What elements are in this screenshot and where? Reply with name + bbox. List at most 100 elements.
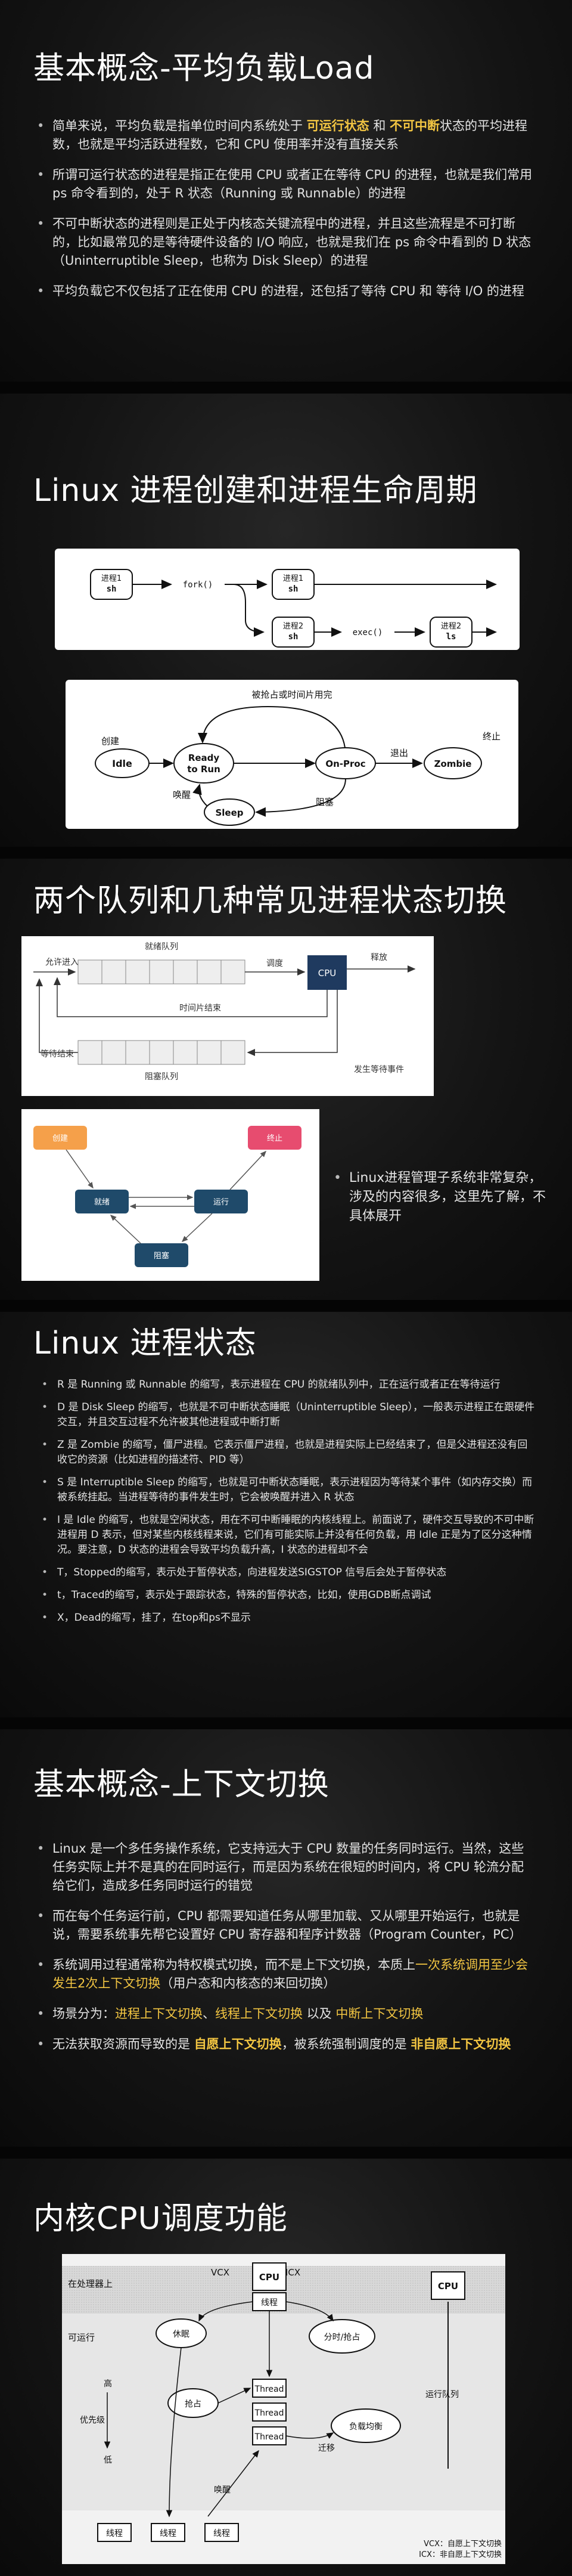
queued-thread-label: Thread [254, 2432, 284, 2442]
event-wait-label: 发生等待事件 [354, 1064, 404, 1075]
state-bullet-list: R 是 Running 或 Runnable 的缩写，表示进程在 CPU 的就绪… [42, 1377, 536, 1633]
bullet-text: （用户态和内核态的来回切换） [160, 1976, 336, 1990]
lifecycle-svg: 被抢占或时间片用完 创建 Idle Ready to Run On-Proc 退… [95, 689, 500, 826]
sleeping-thread-3 [204, 2523, 239, 2542]
process2-label: 进程2 [283, 622, 303, 631]
slide-cpu-scheduling: 内核CPU调度功能 在处理器上 可运行 VCX ICX CPU 线程 CPU [0, 2159, 572, 2576]
loadbal-label: 负载均衡 [349, 2422, 383, 2432]
slide-separator [0, 1300, 572, 1312]
process1-cmd: sh [288, 584, 299, 594]
create-state [33, 1126, 87, 1150]
state-d-item: D 是 Disk Sleep 的缩写，也就是不可中断状态睡眠（Uninterru… [42, 1400, 536, 1430]
block-label: 阻塞 [316, 797, 334, 807]
cpu-label: CPU [438, 2281, 458, 2292]
fork-exec-svg: 进程1 sh fork() 进程1 sh 进程2 sh exec() 进程2 l… [90, 569, 497, 648]
bullet-text: 状态的平均进程数，也就是平均活跃进程数，它和 CPU 使用率并没有直接关系 [52, 119, 528, 151]
scheduler-diagram: 在处理器上 可运行 VCX ICX CPU 线程 CPU 休眠 分时/抢占 抢占… [62, 2254, 505, 2564]
running-label: 运行 [213, 1198, 229, 1207]
thread-label: 线程 [213, 2529, 230, 2538]
bullet-item: 而在每个任务运行前，CPU 都需要知道任务从哪里加载、又从哪里开始运行，也就是说… [37, 1907, 536, 1944]
queue-svg: 就绪队列 允许进入 调度 CPU 释放 时间片结束 等待结束 [33, 942, 416, 1082]
bullet-item: 简单来说，平均负载是指单位时间内系统处于 可运行状态 和 不可中断状态的平均进程… [37, 117, 536, 154]
state-traced-item: t，Traced的缩写，表示处于跟踪状态，特殊的暂停状态，比如，使用GDB断点调… [42, 1588, 536, 1603]
bullet-list: 简单来说，平均负载是指单位时间内系统处于 可运行状态 和 不可中断状态的平均进程… [37, 117, 536, 312]
legend-vcx: VCX：自愿上下文切换 [424, 2540, 502, 2549]
slide-separator [0, 2147, 572, 2159]
state-x-item: X，Dead的缩写，挂了，在top和ps不显示 [42, 1611, 536, 1626]
slide-separator [0, 847, 572, 859]
thread-label: 线程 [261, 2298, 278, 2308]
slide-title: 两个队列和几种常见进程状态切换 [33, 883, 508, 919]
queue-diagram: 就绪队列 允许进入 调度 CPU 释放 时间片结束 等待结束 [21, 936, 434, 1096]
loadbal-node [331, 2408, 401, 2443]
release-label: 释放 [371, 953, 387, 962]
sleeping-thread-1 [97, 2523, 132, 2542]
priority-high-label: 高 [104, 2379, 112, 2389]
wake-label: 唤醒 [173, 789, 191, 800]
queued-thread-3 [252, 2426, 287, 2445]
slide-process-lifecycle: Linux 进程创建和进程生命周期 进程1 sh fork() 进程1 sh 进… [0, 394, 572, 847]
highlight-text: 线程上下文切换 [215, 2007, 303, 2021]
thread-label: 线程 [160, 2529, 176, 2538]
queued-thread-label: Thread [254, 2385, 284, 2394]
highlight-text: 中断上下文切换 [335, 2007, 424, 2021]
thread-label: 线程 [106, 2529, 123, 2538]
terminate-label: 终止 [483, 731, 500, 742]
process1-label: 进程1 [283, 574, 303, 583]
state-t-item: T，Stopped的缩写，表示处于暂停状态，向进程发送SIGSTOP 信号后会处… [42, 1565, 536, 1580]
bullet-text: 、 [203, 2007, 215, 2021]
bullet-item: Linux 是一个多任务操作系统，它支持远大于 CPU 数量的任务同时运行。当然… [37, 1840, 536, 1895]
block-queue-label: 阻塞队列 [145, 1072, 178, 1082]
end-state [248, 1126, 301, 1150]
slide-title: 基本概念-上下文切换 [33, 1767, 329, 1803]
queued-thread-label: Thread [254, 2408, 284, 2418]
bullet-text: 简单来说，平均负载是指单位时间内系统处于 [52, 119, 307, 133]
bullet-text: 系统调用过程通常称为特权模式切换，而不是上下文切换，本质上 [52, 1958, 415, 1972]
wait-end-label: 等待结束 [41, 1049, 74, 1059]
end-label: 终止 [267, 1134, 282, 1143]
note-list: Linux进程管理子系统非常复杂，涉及的内容很多，这里先了解，不具体展开 [334, 1169, 548, 1238]
scheduler-svg: 在处理器上 可运行 VCX ICX CPU 线程 CPU 休眠 分时/抢占 抢占… [62, 2262, 505, 2559]
ready-state [173, 743, 234, 784]
ready-queue-slots [77, 959, 245, 984]
blocked-state [135, 1243, 188, 1267]
bullet-text: 和 [369, 119, 390, 133]
highlight-text: 一次系统调用至少会发生2次上下文切换 [52, 1958, 528, 1990]
timeslice-label: 分时/抢占 [324, 2332, 360, 2342]
bullet-item: 系统调用过程通常称为特权模式切换，而不是上下文切换，本质上一次系统调用至少会发生… [37, 1956, 536, 1993]
state-i-item: I 是 Idle 的缩写，也就是空闲状态，用在不可中断睡眠的内核线程上。前面说了… [42, 1513, 536, 1558]
on-cpu-label: 在处理器上 [68, 2278, 113, 2289]
ready-label-2: to Run [187, 764, 220, 775]
sleep-state [204, 798, 255, 826]
slide-load-average: 基本概念-平均负载Load 简单来说，平均负载是指单位时间内系统处于 可运行状态… [0, 0, 572, 382]
zombie-state [424, 747, 482, 779]
process2-label: 进程2 [441, 622, 461, 631]
run-queue-label: 运行队列 [425, 2390, 459, 2399]
onproc-label: On-Proc [325, 758, 365, 769]
bullet-item: 所谓可运行状态的进程是指正在使用 CPU 或者正在等待 CPU 的进程，也就是我… [37, 166, 536, 203]
sleep-label: Sleep [215, 807, 243, 818]
state-diagram: 创建 终止 就绪 运行 阻塞 [21, 1109, 319, 1281]
highlight-text: 非自愿上下文切换 [411, 2037, 511, 2051]
running-thread-box [252, 2292, 287, 2311]
slide-queues-states: 两个队列和几种常见进程状态切换 就绪队列 允许进入 调度 CPU 释放 [0, 859, 572, 1300]
bullet-text: 无法获取资源而导致的是 [52, 2037, 194, 2051]
timeout-label: 时间片结束 [179, 1004, 221, 1013]
fork-call-label: fork() [183, 580, 213, 590]
bullet-text: 以及 [303, 2007, 336, 2021]
enter-label: 允许进入 [45, 958, 79, 967]
highlight-text: 进程上下文切换 [115, 2007, 203, 2021]
bullet-item: 无法获取资源而导致的是 自愿上下文切换，被系统强制调度的是 非自愿上下文切换 [37, 2035, 536, 2054]
queued-thread-2 [252, 2402, 287, 2422]
ready-label: 就绪 [94, 1198, 110, 1207]
process1-label: 进程1 [101, 574, 122, 583]
cpu-box [252, 2262, 287, 2291]
cpu-label: CPU [318, 968, 337, 979]
process1-cmd: sh [107, 584, 117, 594]
create-label: 创建 [101, 736, 119, 747]
create-label: 创建 [52, 1134, 68, 1143]
bullet-text: 场景分为： [52, 2007, 115, 2021]
zombie-label: Zombie [434, 758, 472, 769]
cpu-label: CPU [259, 2272, 279, 2283]
bullet-list: Linux 是一个多任务操作系统，它支持远大于 CPU 数量的任务同时运行。当然… [37, 1840, 536, 2066]
